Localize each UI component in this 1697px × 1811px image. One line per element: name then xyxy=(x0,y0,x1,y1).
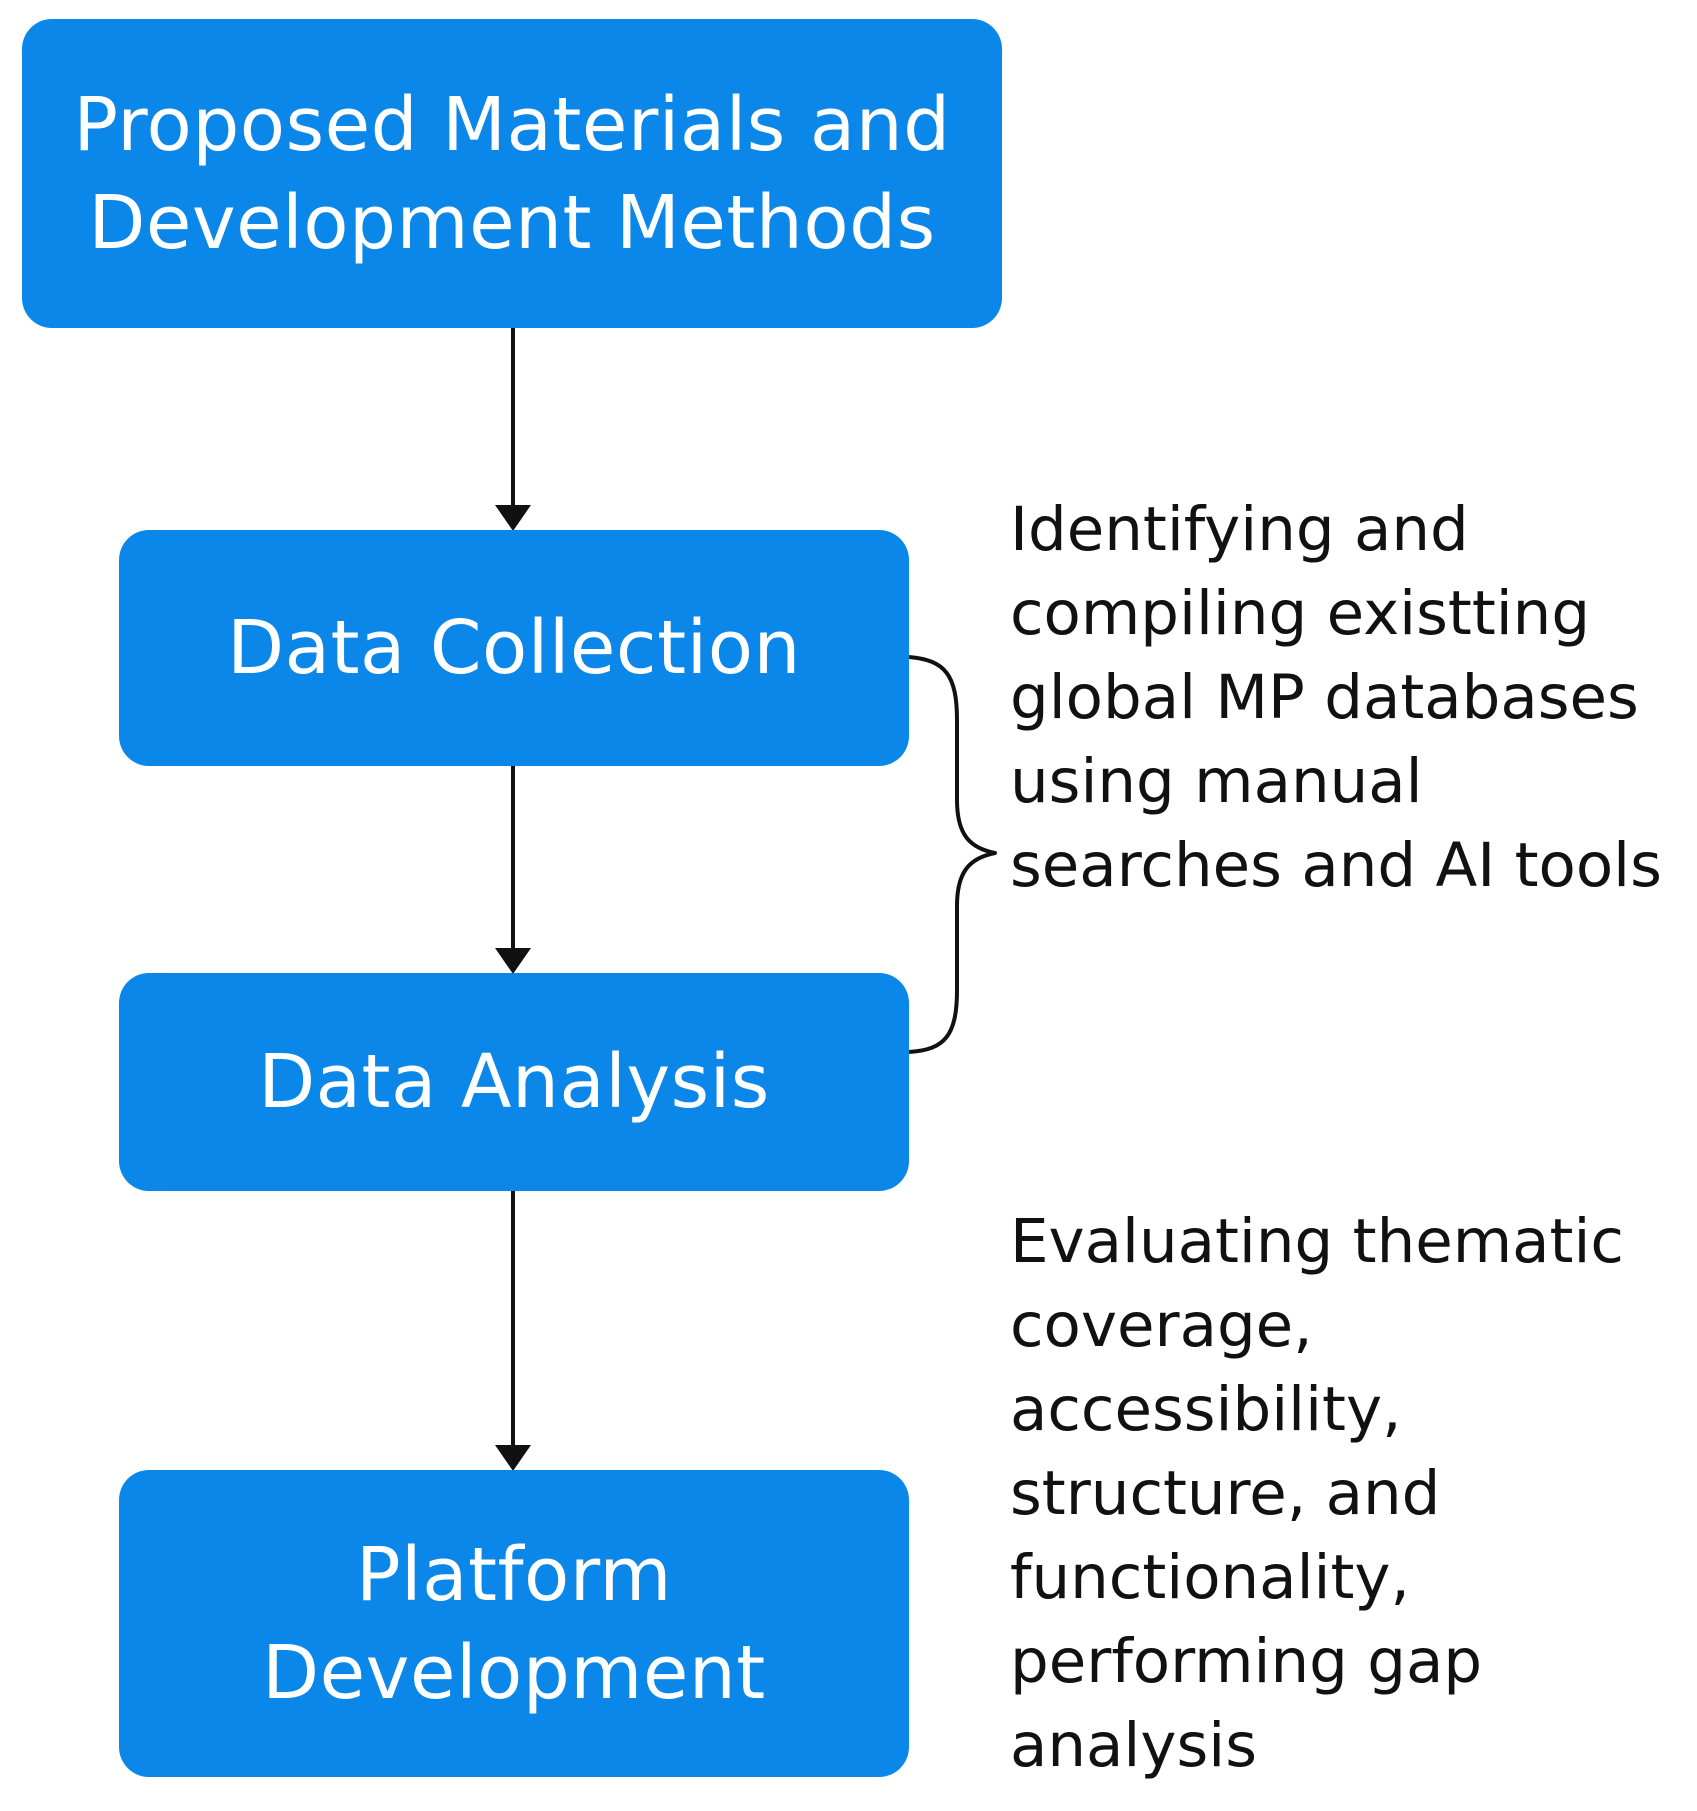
step-platform-line1: Platform xyxy=(355,1531,673,1618)
step-analysis-label: Data Analysis xyxy=(258,1039,770,1125)
arrow-analysis-to-platform xyxy=(495,1191,531,1471)
step-proposed-line2: Development Methods xyxy=(88,179,936,266)
note-data-analysis: Evaluating thematic coverage, accessibil… xyxy=(1010,1206,1624,1781)
step-proposed-line1: Proposed Materials and xyxy=(73,81,951,168)
note-data-collection: Identifying and compiling existting glob… xyxy=(1010,494,1662,901)
step-platform-line2: Development xyxy=(262,1629,766,1716)
step-data-collection: Data Collection xyxy=(119,530,909,766)
step-data-analysis: Data Analysis xyxy=(119,973,909,1191)
arrow-proposed-to-collection xyxy=(495,328,531,531)
step-proposed-materials: Proposed Materials and Development Metho… xyxy=(22,19,1002,328)
step-collection-label: Data Collection xyxy=(227,605,801,691)
step-platform-development: Platform Development xyxy=(119,1470,909,1777)
curly-brace xyxy=(908,655,997,1054)
arrow-collection-to-analysis xyxy=(495,766,531,974)
